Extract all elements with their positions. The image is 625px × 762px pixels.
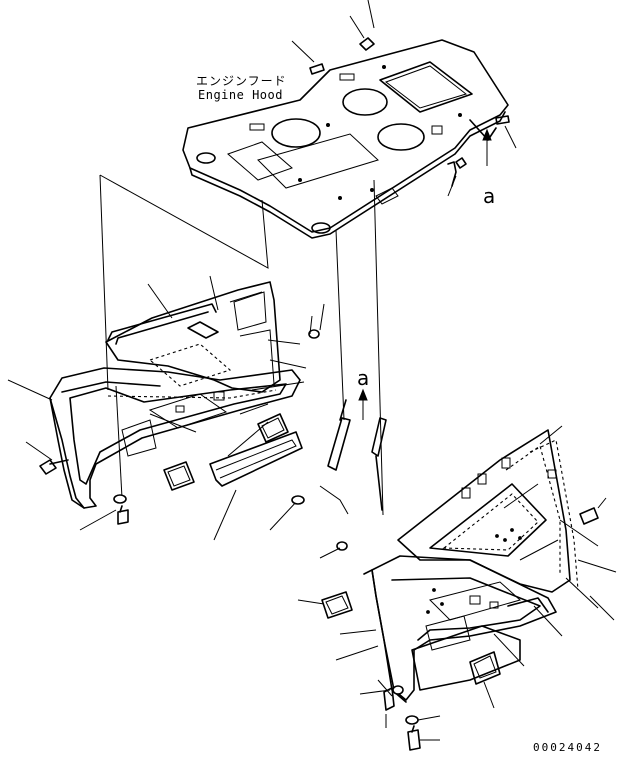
hood-hole-1 [271, 118, 321, 148]
washer-right [405, 715, 419, 725]
engine-hood-label-en: Engine Hood [198, 88, 283, 102]
rubber-pad-1 [163, 461, 195, 491]
engine-hood-plate [182, 39, 509, 239]
bolt-right-1 [579, 507, 599, 525]
hood-panel-right [379, 61, 473, 113]
engine-hood-label-jp: エンジンフード [196, 74, 287, 88]
rubber-pad-3 [321, 591, 353, 619]
hood-panel-left [227, 141, 293, 181]
left-fasteners [39, 303, 387, 525]
hood-hole-3 [377, 123, 425, 151]
hood-hole-2 [342, 88, 388, 116]
left-side-cover [49, 281, 301, 509]
reference-mark-a-middle: a [357, 366, 370, 390]
reference-mark-a-right: a [483, 184, 496, 208]
left-cover-leaders [7, 275, 307, 541]
drawing-number: 00024042 [533, 741, 602, 754]
washer-left [113, 494, 127, 504]
bolt-left-1 [39, 459, 57, 475]
right-side-cover [363, 429, 579, 703]
rubber-pad-4 [469, 651, 501, 685]
bolt-right-2 [407, 729, 421, 751]
rubber-pad-2 [257, 413, 289, 443]
gas-spring-1 [327, 417, 351, 471]
gas-spring-2 [371, 417, 387, 457]
assembly-guide-lines [99, 174, 384, 516]
seal-strip [209, 431, 303, 487]
bolt-left-2 [117, 509, 129, 525]
hood-fasteners [291, 0, 517, 197]
right-cover-leaders [297, 425, 617, 741]
